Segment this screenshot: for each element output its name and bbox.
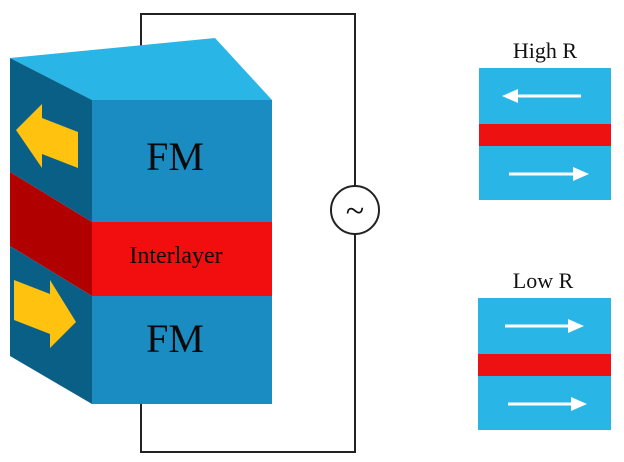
circuit-wire — [140, 13, 356, 453]
layer-stack: FM Interlayer FM — [10, 38, 272, 404]
bottom-wire — [140, 234, 356, 453]
top-wire — [140, 13, 356, 186]
high-r-label: High R — [513, 38, 578, 63]
bottom-fm-label: FM — [146, 316, 204, 361]
ac-source-circle — [330, 185, 380, 235]
top-fm-front-face — [92, 100, 272, 222]
low-r-bottom-arrow — [508, 397, 587, 411]
bottom-magnetization-arrow — [14, 280, 76, 348]
high-r-top-arrow — [502, 89, 581, 103]
interlayer-side-face — [10, 172, 92, 296]
ac-source: ~ — [330, 185, 380, 235]
ac-source-symbol: ~ — [346, 193, 364, 230]
bottom-fm-front-face — [92, 296, 272, 404]
high-r-interlayer — [479, 124, 611, 146]
high-r-bottom-arrow — [509, 167, 589, 181]
stack-top-face — [10, 38, 272, 100]
low-r-panel: Low R — [478, 268, 611, 430]
high-r-panel: High R — [479, 38, 611, 200]
top-fm-label: FM — [146, 134, 204, 179]
low-r-label: Low R — [513, 268, 574, 293]
low-r-interlayer — [478, 354, 611, 376]
interlayer-label: Interlayer — [129, 243, 222, 269]
top-magnetization-arrow — [16, 104, 78, 168]
interlayer-front-face — [92, 222, 272, 296]
low-r-top-arrow — [505, 319, 584, 333]
